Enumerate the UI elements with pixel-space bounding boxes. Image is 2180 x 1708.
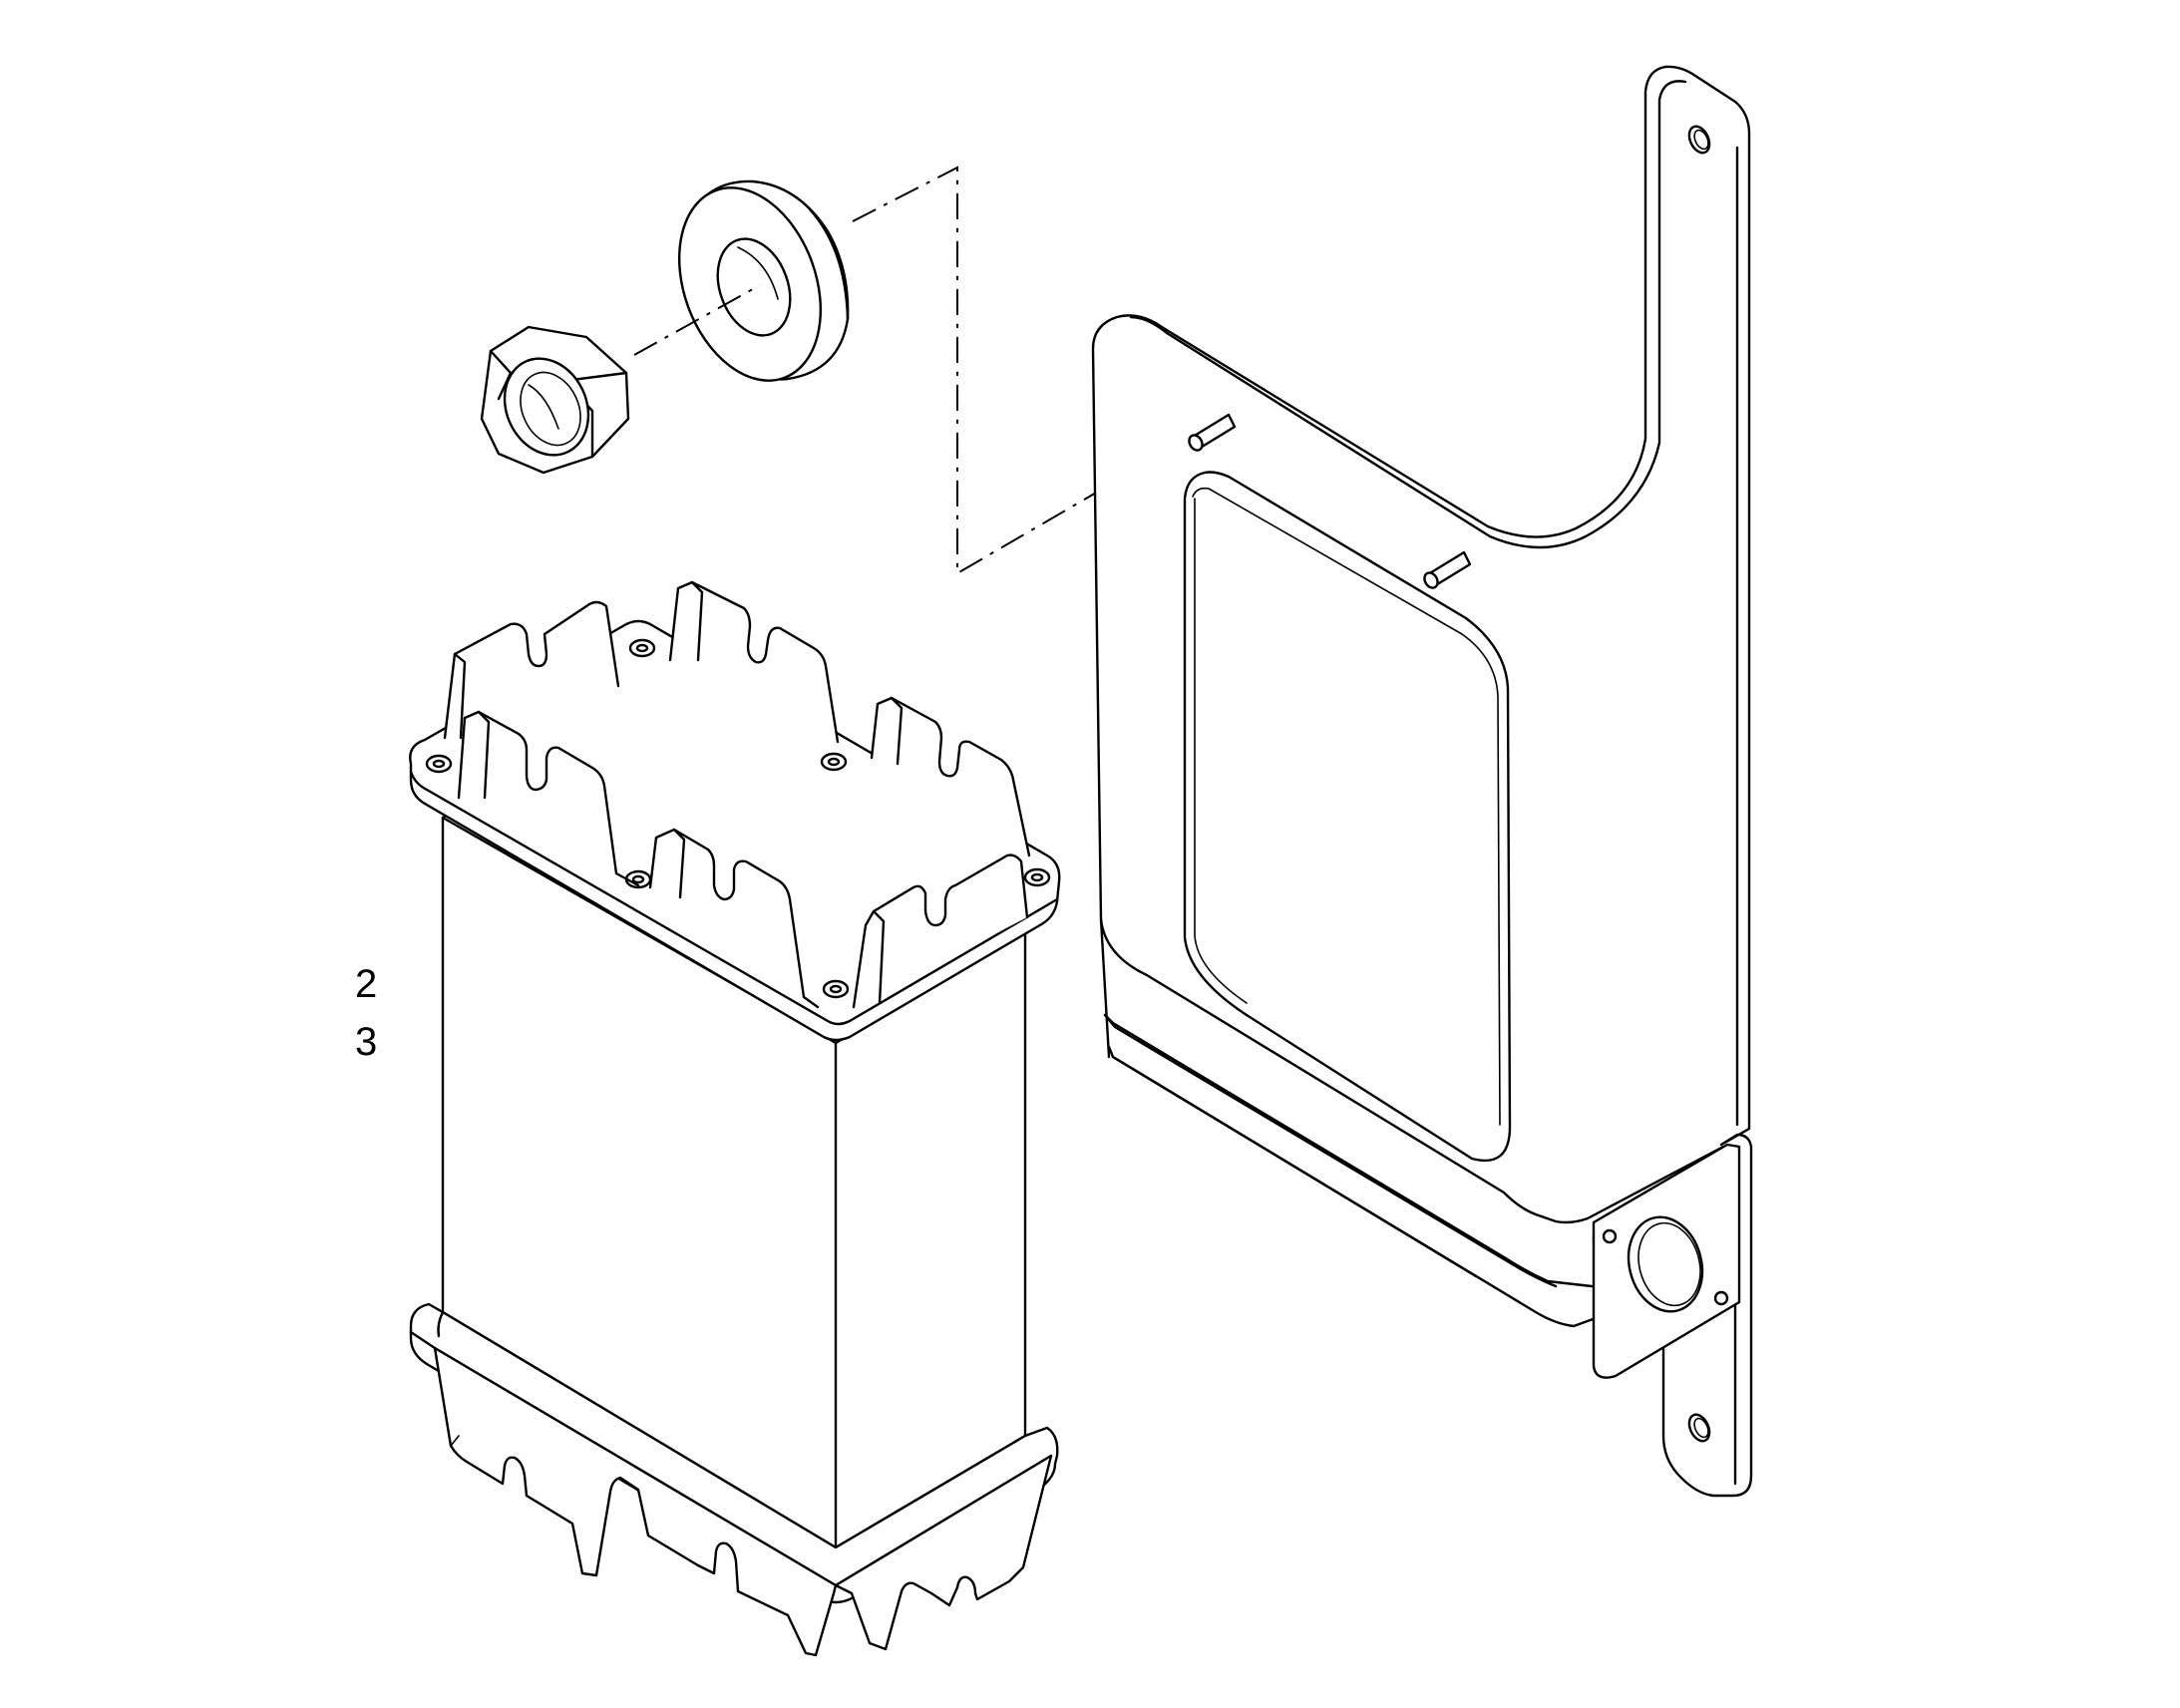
stud-pin — [1188, 413, 1237, 452]
screw-head — [628, 638, 656, 658]
flat-washer — [677, 179, 850, 382]
stud-pin — [1423, 550, 1472, 589]
screw-head — [425, 754, 453, 774]
assembly-center-line — [633, 166, 1166, 575]
callout-2: 2 — [355, 962, 377, 1006]
callout-3: 3 — [355, 1020, 377, 1064]
screw-head — [1023, 867, 1051, 887]
electronic-module-housing — [409, 580, 1061, 1657]
screw-head — [822, 979, 850, 999]
mounting-bracket — [1091, 65, 1753, 1498]
hex-nut — [480, 325, 630, 475]
screw-head — [820, 752, 848, 772]
